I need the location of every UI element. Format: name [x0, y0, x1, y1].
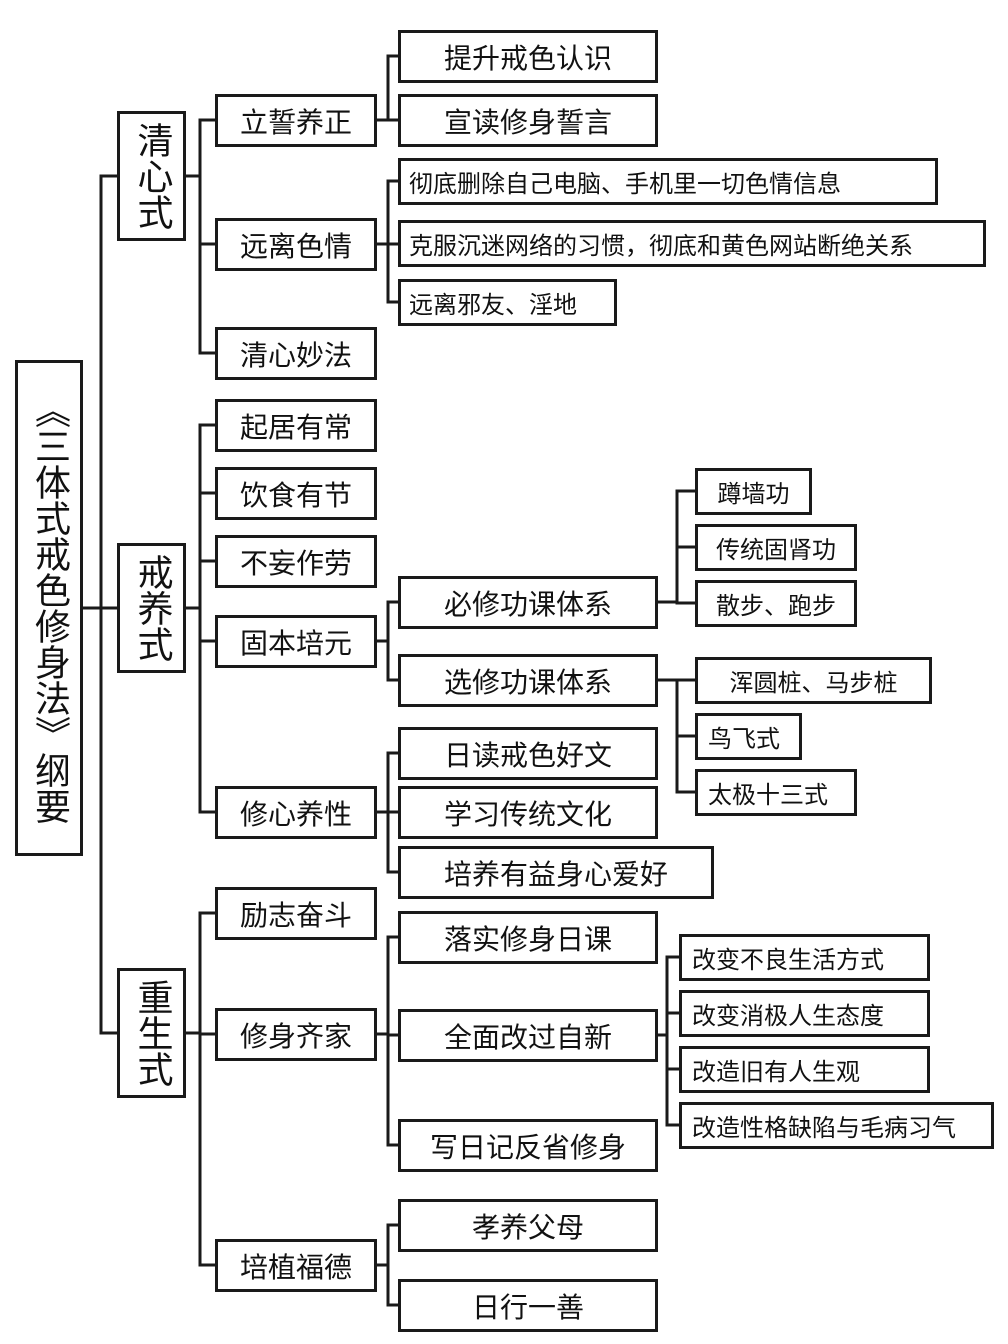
node-lizhi-fendou: 励志奋斗 [215, 887, 377, 940]
node-peiyang-aihao: 培养有益身心爱好 [398, 846, 714, 899]
node-label: 远离色情 [239, 229, 352, 263]
node-label: 培养有益身心爱好 [443, 857, 668, 891]
node-label: 选修功课体系 [443, 665, 612, 699]
node-guben-peiyuan: 固本培元 [215, 615, 377, 668]
node-label: 培植福德 [239, 1250, 352, 1284]
node-niaofei-shi: 鸟飞式 [695, 713, 802, 760]
node-quanmian-gaiguo: 全面改过自新 [398, 1009, 658, 1062]
node-yuanli-xieyou: 远离邪友、淫地 [398, 279, 617, 326]
node-luoshi-rike: 落实修身日课 [398, 911, 658, 964]
node-yinshi-youjie: 饮食有节 [215, 467, 377, 520]
node-label: 提升戒色认识 [443, 41, 612, 75]
node-qiju-youchang: 起居有常 [215, 399, 377, 452]
node-xuandu-shiyan: 宣读修身誓言 [398, 94, 658, 147]
node-label: 立誓养正 [239, 105, 352, 139]
node-label: 日行一善 [471, 1290, 584, 1324]
node-label: 起居有常 [239, 410, 352, 444]
node-dunqiang-gong: 蹲墙功 [695, 468, 812, 515]
node-shanchu-xinxi: 彻底删除自己电脑、手机里一切色情信息 [398, 158, 938, 205]
node-gaibian-shenghuo: 改变不良生活方式 [679, 934, 930, 981]
node-label: 固本培元 [239, 626, 352, 660]
node-label: 不妄作劳 [239, 546, 352, 580]
node-ridu-haowen: 日读戒色好文 [398, 727, 658, 780]
node-hunyuan-mabu: 浑圆桩、马步桩 [695, 657, 932, 704]
node-label: 日读戒色好文 [443, 738, 612, 772]
node-label: 散步、跑步 [716, 592, 836, 620]
node-label: 落实修身日课 [443, 922, 612, 956]
node-label: 改变不良生活方式 [692, 946, 884, 974]
node-qingxin-miaofa: 清心妙法 [215, 327, 377, 380]
node-peizhi-fude: 培植福德 [215, 1239, 377, 1292]
node-label: 清心妙法 [239, 338, 352, 372]
node-label: 改造性格缺陷与毛病习气 [692, 1114, 956, 1142]
node-bixiu-gongke: 必修功课体系 [398, 576, 658, 629]
node-xiaoyang-fumu: 孝养父母 [398, 1199, 658, 1252]
node-label: 彻底删除自己电脑、手机里一切色情信息 [409, 170, 841, 198]
node-label: 全面改过自新 [443, 1020, 612, 1054]
node-label: 励志奋斗 [239, 898, 352, 932]
node-label: 传统固肾功 [716, 536, 836, 564]
section-jieyang: 戒养式 [117, 543, 186, 673]
node-label: 必修功课体系 [443, 587, 612, 621]
section-label: 重生式 [131, 979, 173, 1087]
node-label: 修心养性 [239, 797, 352, 831]
node-gaizao-renshengguan: 改造旧有人生观 [679, 1046, 930, 1093]
node-xuexi-wenhua: 学习传统文化 [398, 786, 658, 839]
root-node: 《三体式戒色修身法》纲要 [15, 360, 83, 856]
node-label: 鸟飞式 [708, 725, 780, 753]
node-xuanxiu-gongke: 选修功课体系 [398, 654, 658, 707]
node-buwang-zuolao: 不妄作劳 [215, 535, 377, 588]
section-label: 清心式 [131, 122, 173, 230]
node-label: 浑圆桩、马步桩 [729, 669, 898, 697]
node-label: 改造旧有人生观 [692, 1058, 860, 1086]
node-label: 宣读修身誓言 [443, 105, 612, 139]
section-chongsheng: 重生式 [117, 968, 186, 1098]
node-label: 太极十三式 [708, 781, 828, 809]
node-gaibian-taidu: 改变消极人生态度 [679, 990, 930, 1037]
node-kefu-chenmi: 克服沉迷网络的习惯，彻底和黄色网站断绝关系 [398, 220, 986, 267]
node-label: 写日记反省修身 [429, 1130, 626, 1164]
node-label: 远离邪友、淫地 [409, 291, 577, 319]
node-sanbu-paobu: 散步、跑步 [695, 580, 857, 627]
node-lishi-yangzheng: 立誓养正 [215, 94, 377, 147]
node-yuanli-seqing: 远离色情 [215, 218, 377, 271]
node-taiji-shisan: 太极十三式 [695, 769, 857, 816]
node-label: 克服沉迷网络的习惯，彻底和黄色网站断绝关系 [409, 232, 913, 260]
node-xiuxin-yangxing: 修心养性 [215, 786, 377, 839]
section-label: 戒养式 [131, 554, 173, 662]
node-label: 饮食有节 [239, 478, 352, 512]
node-rixing-yishan: 日行一善 [398, 1279, 658, 1332]
node-label: 改变消极人生态度 [692, 1002, 884, 1030]
node-tisheng-renshi: 提升戒色认识 [398, 30, 658, 83]
root-label: 《三体式戒色修身法》纲要 [29, 392, 70, 824]
node-label: 修身齐家 [239, 1019, 352, 1053]
section-qingxin: 清心式 [117, 111, 186, 241]
node-label: 学习传统文化 [443, 797, 612, 831]
node-xie-riji: 写日记反省修身 [398, 1119, 658, 1172]
node-chuantong-gushen: 传统固肾功 [695, 524, 857, 571]
node-label: 蹲墙功 [717, 480, 790, 508]
node-gaizao-xingge: 改造性格缺陷与毛病习气 [679, 1102, 994, 1149]
node-xiushen-qijia: 修身齐家 [215, 1008, 377, 1061]
node-label: 孝养父母 [471, 1210, 584, 1244]
